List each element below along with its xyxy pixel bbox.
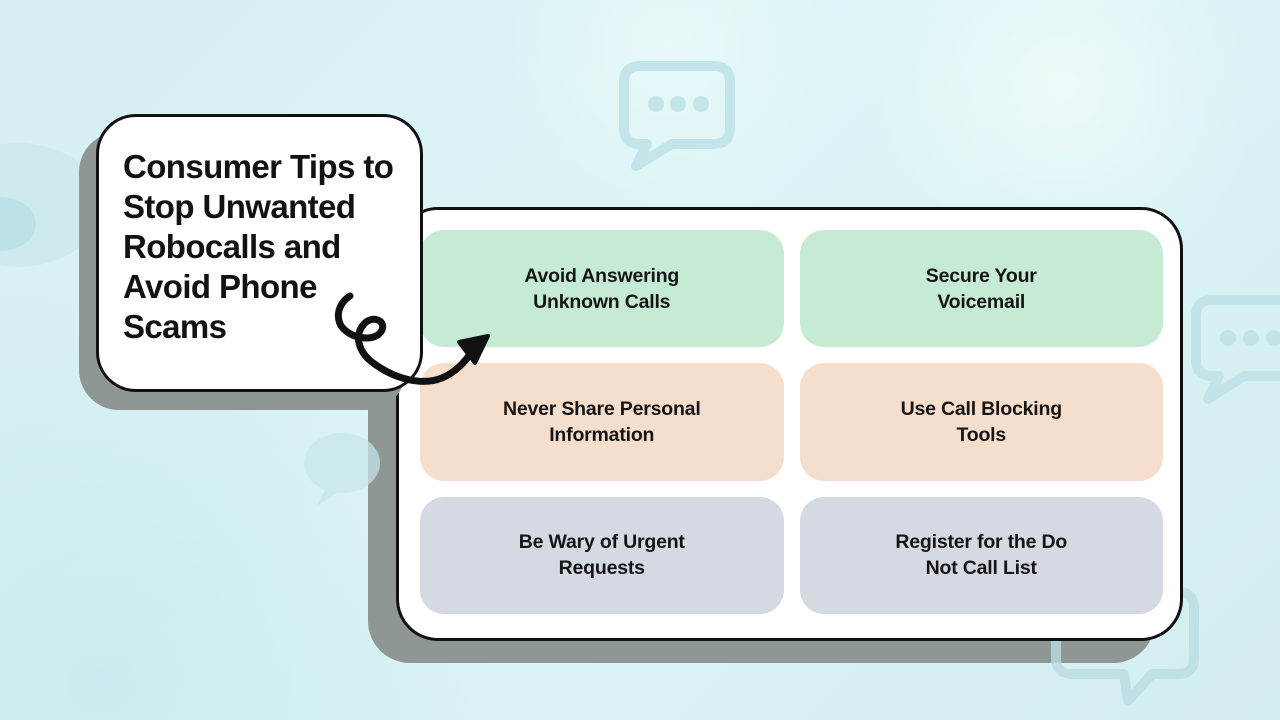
tip-label: Never Share Personal Information [502,397,701,446]
tip-card-3: Never Share Personal Information [420,363,784,481]
speech-bubble-right-icon [1191,295,1280,404]
tip-label: Use Call Blocking Tools [900,397,1063,446]
tips-panel: Avoid Answering Unknown Calls Secure Your… [396,207,1183,641]
tip-card-5: Be Wary of Urgent Requests [420,496,784,614]
tip-label: Register for the Do Not Call List [895,531,1068,580]
speech-bubble-top-icon [619,61,735,171]
tip-label: Secure Your Voicemail [925,264,1037,313]
tip-card-4: Use Call Blocking Tools [799,363,1163,481]
tip-card-6: Register for the Do Not Call List [799,496,1163,614]
title-card: Consumer Tips to Stop Unwanted Robocalls… [96,114,423,392]
title-text: Consumer Tips to Stop Unwanted Robocalls… [123,148,394,345]
tip-label: Avoid Answering Unknown Calls [524,264,680,313]
tip-label: Be Wary of Urgent Requests [518,531,685,580]
tip-card-2: Secure Your Voicemail [799,230,1163,348]
tips-grid: Avoid Answering Unknown Calls Secure Your… [420,230,1163,614]
tip-card-1: Avoid Answering Unknown Calls [420,230,784,348]
